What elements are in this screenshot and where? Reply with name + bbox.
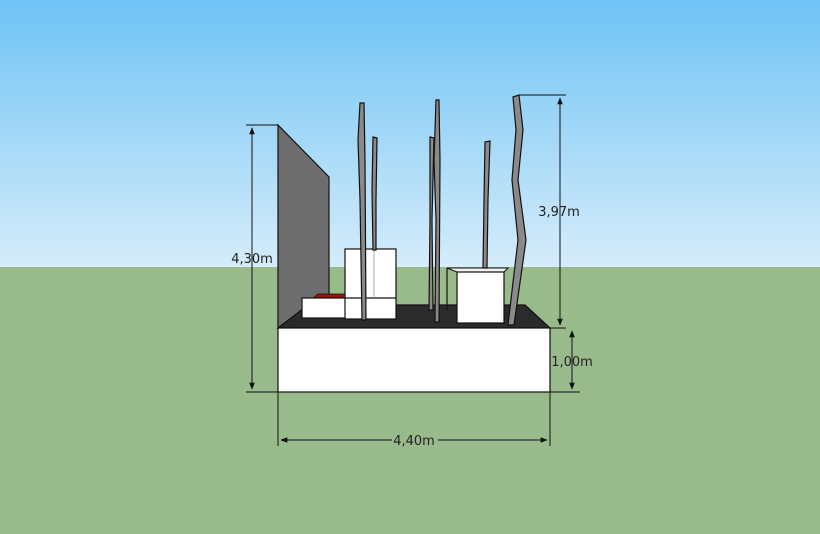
dimension-label: 3,97m <box>538 205 580 220</box>
tall-white-block <box>344 248 397 320</box>
dimension-label: 4,30m <box>231 252 273 267</box>
dimension-label: 4,40m <box>393 434 435 449</box>
dimension-label-bg <box>392 432 438 448</box>
blade <box>433 99 441 323</box>
right-block-top <box>446 267 510 273</box>
blade <box>482 140 491 269</box>
dimension-base-height: 1,00m <box>550 330 593 393</box>
dimension-base-width: 4,40m <box>277 392 551 449</box>
sky <box>0 0 820 267</box>
dimension-label: 1,00m <box>551 355 593 370</box>
right-white-block <box>456 271 505 324</box>
blade <box>371 136 378 251</box>
dimension-left-height: 4,30m <box>231 124 278 393</box>
blade <box>357 102 367 321</box>
blade <box>428 136 435 311</box>
blade <box>507 94 527 326</box>
dimension-right-height: 3,97m <box>510 94 580 329</box>
base-block <box>277 327 551 393</box>
